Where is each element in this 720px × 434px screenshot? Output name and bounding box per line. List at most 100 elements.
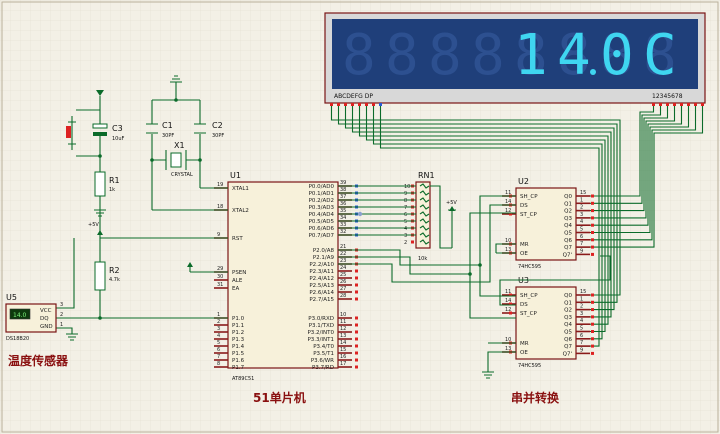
u3-control-wires bbox=[469, 265, 516, 319]
pin-name: DS bbox=[520, 203, 528, 209]
digit-char: 0 bbox=[600, 23, 634, 88]
c1-ref: C1 bbox=[162, 121, 173, 130]
pin-state bbox=[355, 330, 358, 334]
pin-name: P3.0/RXD bbox=[308, 316, 334, 322]
pin-state bbox=[591, 194, 594, 198]
pin-number: 32 bbox=[340, 229, 346, 235]
pin-number: 12 bbox=[505, 307, 511, 313]
r2-value: 4.7k bbox=[109, 277, 120, 283]
pin-name: Q4 bbox=[564, 223, 572, 229]
digit-wire bbox=[576, 106, 662, 204]
mcu-misc-wiring bbox=[187, 185, 611, 379]
sensor-ground-icon bbox=[66, 333, 78, 341]
pin-number: 19 bbox=[217, 182, 223, 188]
pin-name: Q0 bbox=[564, 194, 572, 200]
sensor-reading: 14.0 bbox=[13, 312, 27, 319]
junction-dot bbox=[174, 98, 178, 102]
digit-cell: 8C bbox=[643, 23, 677, 88]
sensor-pin-gnd: GND bbox=[40, 324, 53, 330]
pin-name: Q2 bbox=[564, 308, 572, 314]
sensor-wires bbox=[56, 238, 228, 334]
junction-dot bbox=[98, 316, 102, 320]
pin-name: P1.0 bbox=[232, 316, 245, 322]
pin-state bbox=[591, 315, 594, 319]
resistor-zigzag bbox=[419, 183, 430, 189]
resistor-zigzag bbox=[419, 232, 430, 238]
pin-name: XTAL2 bbox=[232, 208, 249, 214]
pin-name: Q7 bbox=[564, 245, 572, 251]
sr-pin-right: Q4 4 bbox=[564, 318, 594, 328]
digit-wire bbox=[576, 106, 655, 197]
pin-state bbox=[591, 337, 594, 341]
pin-name: Q7' bbox=[563, 351, 572, 357]
ds-wire bbox=[338, 204, 516, 283]
resistor-zigzag bbox=[419, 197, 430, 203]
pin-name: P1.4 bbox=[232, 344, 245, 350]
pin-state bbox=[591, 351, 594, 355]
pin-number: 5 bbox=[580, 227, 583, 233]
pin-state bbox=[355, 276, 358, 280]
pin-number: 1 bbox=[580, 197, 583, 203]
pin-name: Q7' bbox=[563, 252, 572, 258]
pin-number: 6 bbox=[404, 212, 407, 218]
sr-pin-right: Q11 bbox=[564, 296, 594, 306]
sr-pin-right: Q33 bbox=[564, 212, 594, 222]
pin-number: 8 bbox=[217, 361, 220, 367]
pin-number: 3 bbox=[580, 311, 583, 317]
pin-number: 25 bbox=[340, 272, 346, 278]
pin-number: 37 bbox=[340, 194, 346, 200]
reset-circuit: C3 10uF R1 1k bbox=[66, 90, 228, 239]
pin-number: 2 bbox=[580, 304, 583, 310]
pin-name: P2.1/A9 bbox=[313, 255, 335, 261]
sensor-lcd bbox=[9, 308, 31, 320]
vcc-arrow-icon bbox=[96, 90, 104, 96]
shift-register-u2: U2 74HC595 bbox=[515, 177, 577, 270]
pin-state bbox=[509, 212, 512, 216]
pin-name: Q4 bbox=[564, 322, 572, 328]
pin-state bbox=[355, 337, 358, 341]
digit-cell: 8 bbox=[385, 23, 419, 88]
pin-number: 11 bbox=[505, 289, 511, 295]
pin-number: 7 bbox=[404, 205, 407, 211]
osc-cap-wires bbox=[151, 100, 201, 210]
sensor-pin-num: 1 bbox=[60, 322, 63, 328]
pin-name: P1.6 bbox=[232, 358, 245, 364]
sr-pin-right: Q44 bbox=[564, 219, 594, 229]
mcu-body bbox=[227, 181, 339, 369]
temperature-sensor-u5: U5 14.0 VCC DQ GND 3 2 1 DS18B20 bbox=[5, 293, 63, 342]
u2-u3-mr-oe-wires bbox=[487, 243, 516, 372]
pin-name: P3.1/TXD bbox=[309, 323, 334, 329]
pin-number: 14 bbox=[340, 340, 346, 346]
pin-number: 10 bbox=[505, 337, 511, 343]
pin-number: 34 bbox=[340, 215, 346, 221]
digit-wire bbox=[576, 106, 704, 248]
rn1-ref: RN1 bbox=[418, 171, 435, 180]
sensor-pin-vcc: VCC bbox=[40, 308, 52, 314]
pin-name: P3.2/INT0 bbox=[307, 330, 334, 336]
r2-resistor bbox=[94, 261, 106, 291]
digit-pin bbox=[652, 103, 655, 106]
pin-number: 4 bbox=[580, 318, 583, 324]
segment-label: ABCDEFG DP bbox=[334, 93, 373, 100]
pin-state bbox=[591, 231, 594, 234]
pin-name: P1.3 bbox=[232, 337, 245, 343]
junction-dot bbox=[478, 263, 482, 267]
rn1-vcc-arrow-icon bbox=[449, 206, 455, 211]
digit-ghost: 8 bbox=[428, 23, 462, 88]
pin-state bbox=[591, 293, 594, 297]
sensor-pullup: +5V R2 4.7k bbox=[56, 222, 228, 341]
pin-state bbox=[591, 252, 594, 256]
segment-pin bbox=[379, 103, 382, 106]
segment-wire bbox=[344, 106, 615, 311]
pin-name: P3.4/T0 bbox=[313, 344, 334, 350]
sr-pin-right: Q7'9 bbox=[563, 347, 594, 357]
pin-number: 13 bbox=[505, 346, 511, 352]
pin-state bbox=[355, 297, 358, 301]
